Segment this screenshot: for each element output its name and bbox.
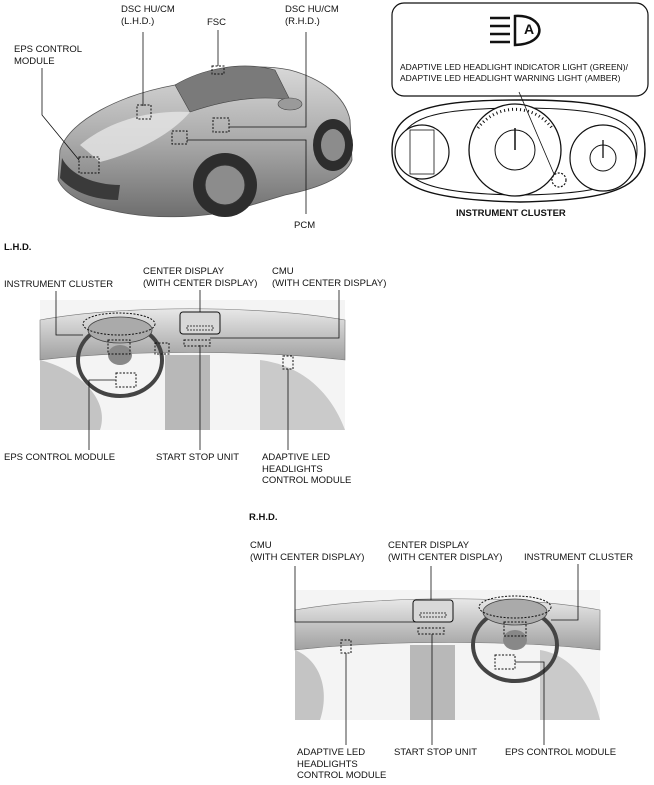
lhd-label-adaptive-line2: HEADLIGHTS bbox=[262, 463, 323, 475]
rhd-label-start-stop: START STOP UNIT bbox=[394, 747, 478, 758]
rhd-label-instrument-cluster: INSTRUMENT CLUSTER bbox=[524, 552, 634, 563]
label-eps-top-line2: MODULE bbox=[14, 55, 55, 67]
label-dsc-lhd: DSC HU/CM (L.H.D.) bbox=[121, 4, 175, 27]
label-dsc-rhd-line2: (R.H.D.) bbox=[285, 15, 320, 27]
rhd-label-eps: EPS CONTROL MODULE bbox=[505, 747, 617, 758]
rhd-label-adaptive-line2: HEADLIGHTS bbox=[297, 758, 358, 770]
rhd-label-cmu-line1: CMU bbox=[250, 540, 272, 551]
rhd-label-adaptive-line1: ADAPTIVE LED bbox=[297, 747, 366, 758]
rhd-dashboard bbox=[294, 564, 601, 745]
lhd-label-adaptive-line3: CONTROL MODULE bbox=[262, 475, 352, 486]
cluster-callout: ADAPTIVE LED HEADLIGHT INDICATOR LIGHT (… bbox=[400, 62, 628, 83]
label-dsc-rhd-line1: DSC HU/CM bbox=[285, 4, 339, 15]
label-fsc: FSC bbox=[207, 17, 226, 28]
headlight-icon-letter: A bbox=[524, 21, 535, 37]
label-dsc-rhd: DSC HU/CM (R.H.D.) bbox=[285, 4, 339, 27]
lhd-label-cmu-line2: (WITH CENTER DISPLAY) bbox=[272, 277, 387, 289]
lhd-label-center-display-line1: CENTER DISPLAY bbox=[143, 266, 225, 277]
cluster-callout-line1: ADAPTIVE LED HEADLIGHT INDICATOR LIGHT (… bbox=[400, 62, 628, 72]
rhd-label-adaptive-line3: CONTROL MODULE bbox=[297, 770, 387, 781]
lhd-label-start-stop: START STOP UNIT bbox=[156, 452, 240, 463]
cluster-title: INSTRUMENT CLUSTER bbox=[456, 208, 566, 219]
section-lhd: L.H.D. bbox=[4, 242, 32, 253]
label-pcm: PCM bbox=[294, 220, 316, 231]
adaptive-headlight-icon bbox=[490, 14, 541, 47]
cluster-panel bbox=[391, 2, 649, 203]
lhd-label-adaptive: ADAPTIVE LED HEADLIGHTS CONTROL MODULE bbox=[262, 452, 351, 487]
lhd-label-adaptive-line1: ADAPTIVE LED bbox=[262, 452, 331, 463]
lhd-label-center-display: CENTER DISPLAY (WITH CENTER DISPLAY) bbox=[143, 266, 257, 289]
lhd-label-instrument-cluster: INSTRUMENT CLUSTER bbox=[4, 279, 114, 290]
label-dsc-lhd-line1: DSC HU/CM bbox=[121, 4, 175, 15]
label-dsc-lhd-line2: (L.H.D.) bbox=[121, 15, 155, 27]
lhd-label-center-display-line2: (WITH CENTER DISPLAY) bbox=[143, 277, 258, 289]
rhd-label-center-display-line2: (WITH CENTER DISPLAY) bbox=[388, 551, 503, 563]
rhd-label-cmu-line2: (WITH CENTER DISPLAY) bbox=[250, 551, 365, 563]
cluster-callout-line2: ADAPTIVE LED HEADLIGHT WARNING LIGHT (AM… bbox=[400, 72, 621, 83]
label-eps-top-line1: EPS CONTROL bbox=[14, 44, 83, 55]
lhd-dashboard bbox=[39, 290, 346, 450]
rhd-label-center-display-line1: CENTER DISPLAY bbox=[388, 540, 470, 551]
car-illustration bbox=[41, 30, 353, 218]
rhd-label-center-display: CENTER DISPLAY (WITH CENTER DISPLAY) bbox=[388, 540, 502, 563]
lhd-label-eps: EPS CONTROL MODULE bbox=[4, 452, 116, 463]
rhd-label-adaptive: ADAPTIVE LED HEADLIGHTS CONTROL MODULE bbox=[297, 747, 386, 782]
rhd-label-cmu: CMU (WITH CENTER DISPLAY) bbox=[250, 540, 364, 563]
lhd-label-cmu: CMU (WITH CENTER DISPLAY) bbox=[272, 266, 386, 289]
label-eps-top: EPS CONTROL MODULE bbox=[14, 44, 82, 67]
lhd-label-cmu-line1: CMU bbox=[272, 266, 294, 277]
section-rhd: R.H.D. bbox=[249, 512, 278, 523]
